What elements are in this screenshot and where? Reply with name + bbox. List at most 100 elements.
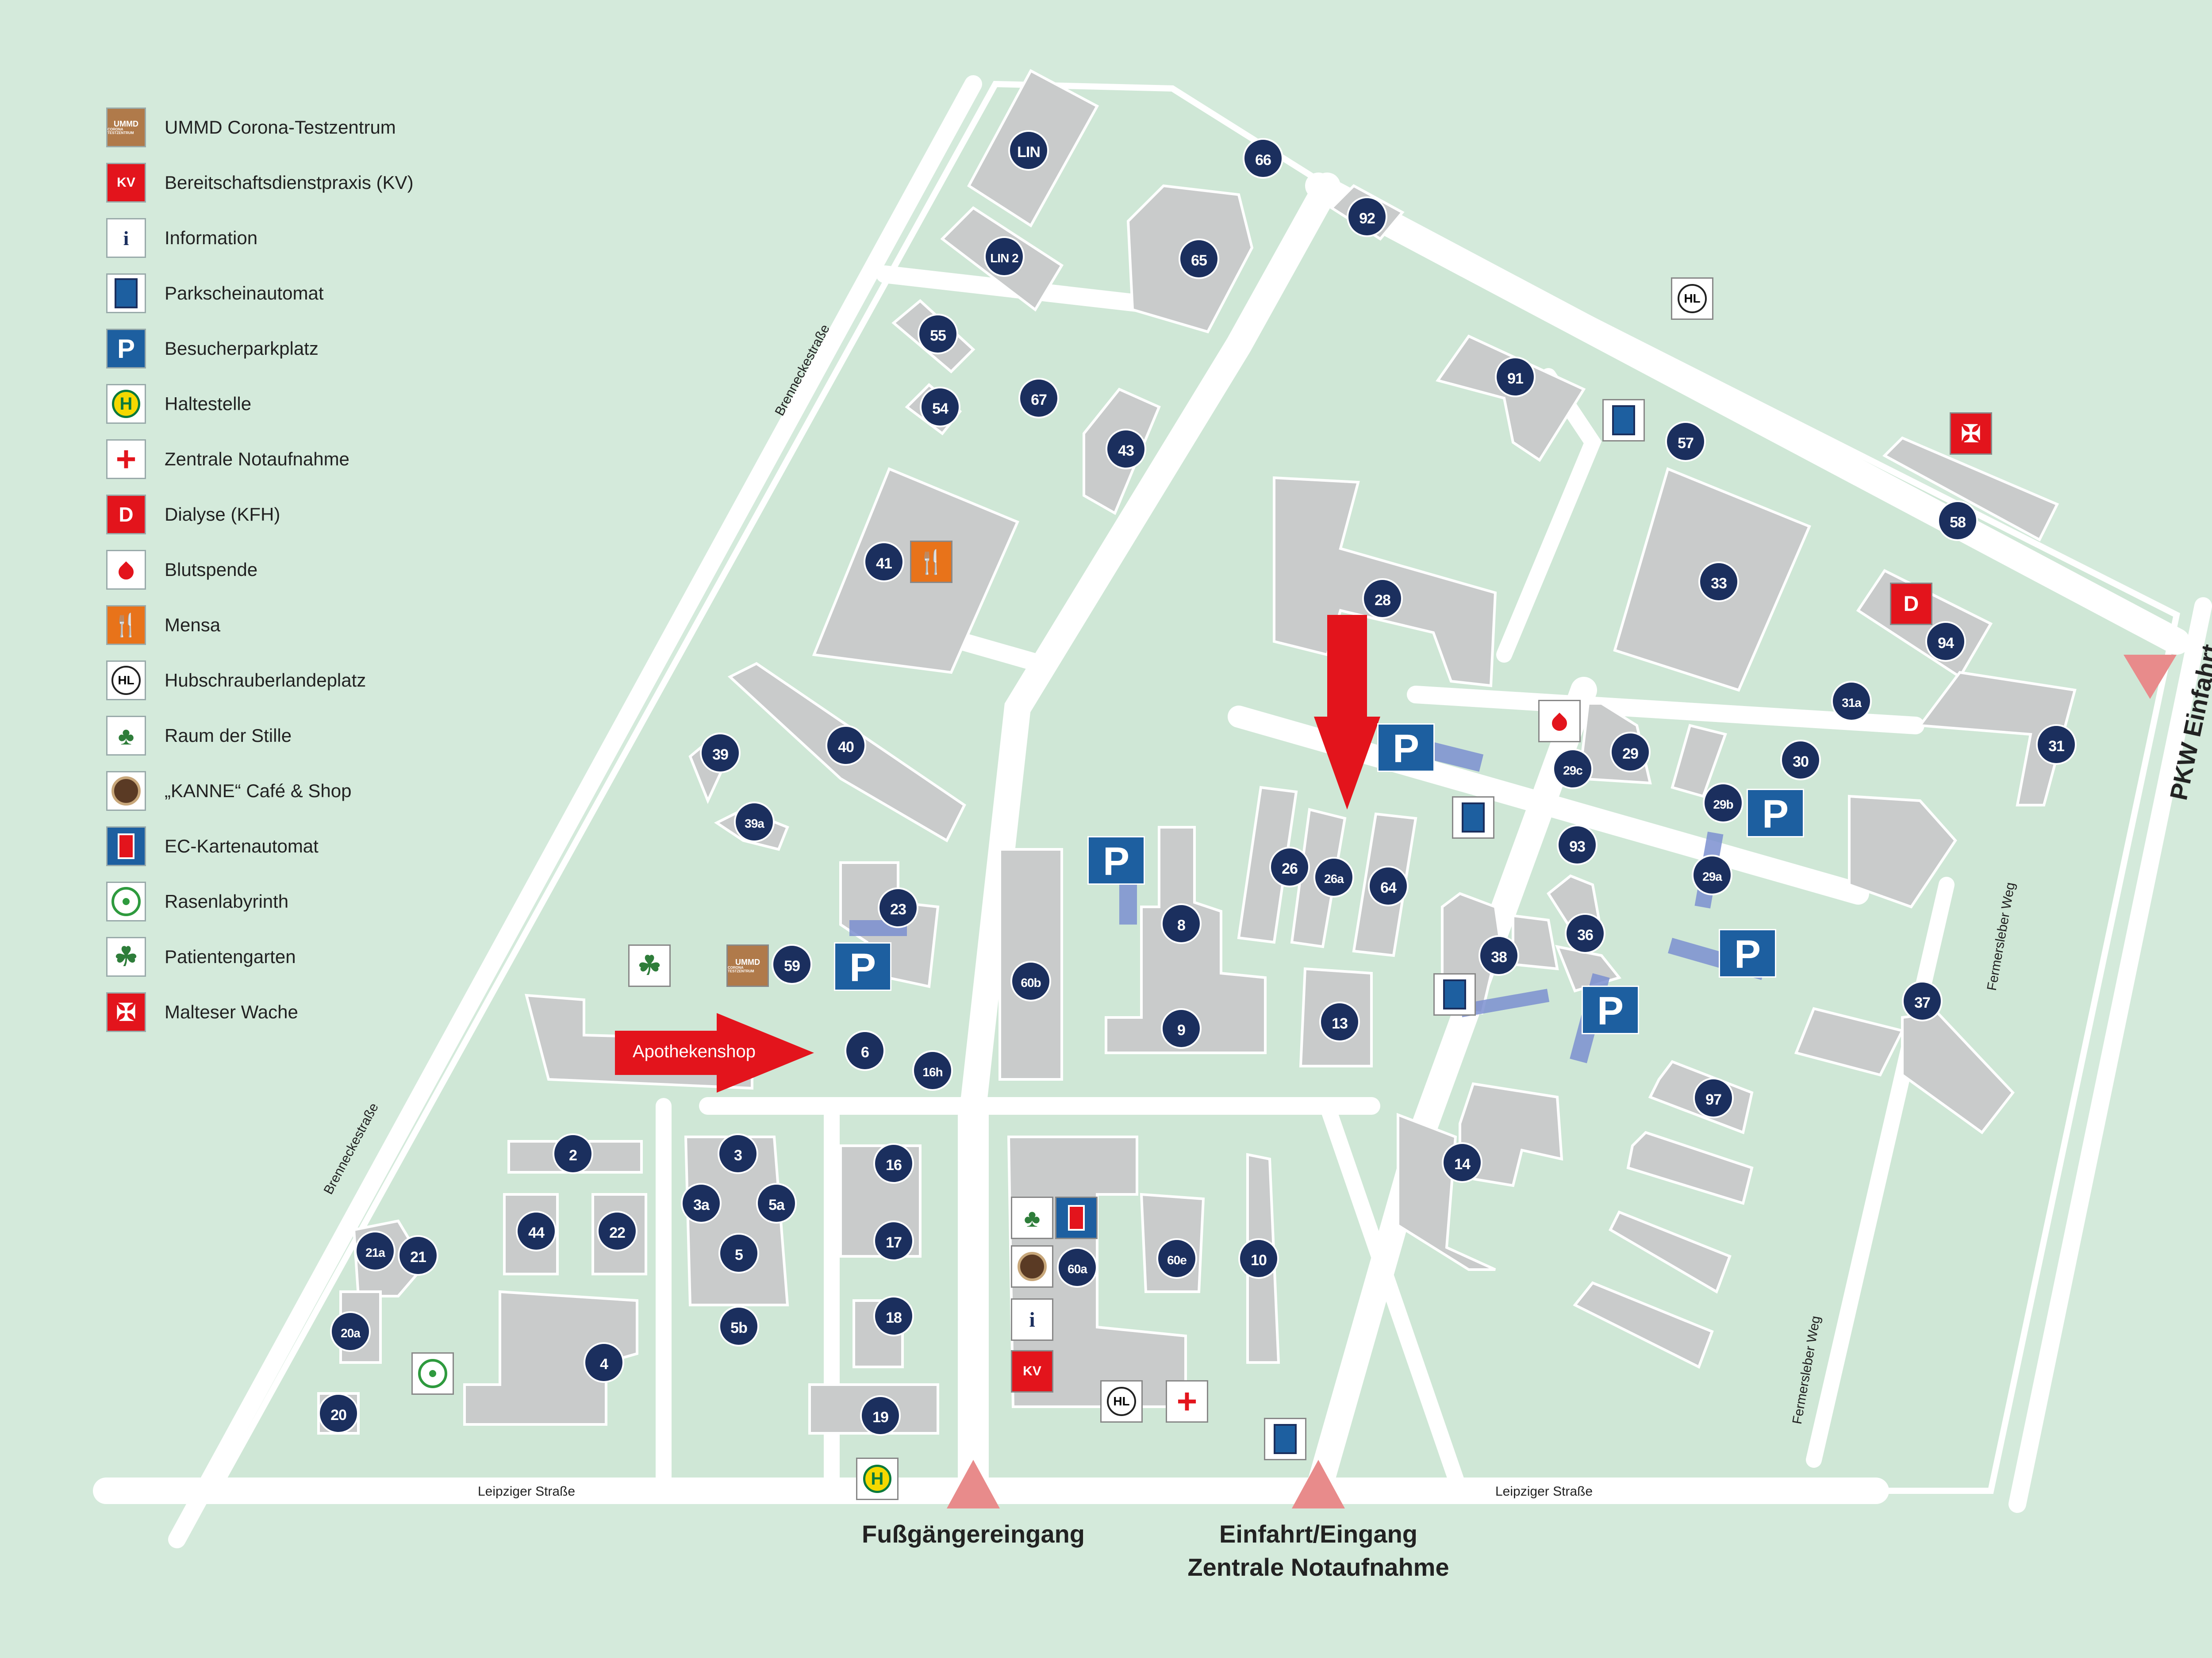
building-badge[interactable]: 40	[826, 725, 866, 766]
parking-icon[interactable]: P	[834, 942, 891, 991]
building-badge[interactable]: 36	[1565, 913, 1605, 954]
emergency-entrance-label-line2: Zentrale Notaufnahme	[1187, 1553, 1449, 1581]
building-badge[interactable]: 20a	[330, 1311, 371, 1352]
building-badge[interactable]: 67	[1018, 378, 1059, 418]
legend-label: Parkscheinautomat	[165, 283, 324, 303]
helipad-icon[interactable]: HL	[1100, 1380, 1143, 1423]
building-badge[interactable]: 33	[1698, 561, 1739, 602]
building-badge[interactable]: 97	[1693, 1078, 1734, 1118]
building-badge[interactable]: 55	[918, 314, 958, 354]
legend-row: UMMD CORONA TESTZENTRUM UMMD Corona-Test…	[106, 106, 396, 149]
building-badge[interactable]: 13	[1319, 1002, 1360, 1042]
coffee-cup-icon[interactable]	[1011, 1245, 1053, 1288]
building-badge[interactable]: 26	[1269, 847, 1310, 887]
building-badge[interactable]: LIN 2	[984, 236, 1025, 277]
building-badge[interactable]: 58	[1937, 500, 1978, 541]
building-badge[interactable]: 22	[597, 1211, 637, 1251]
tree-silence-icon[interactable]: ♣	[1011, 1197, 1053, 1239]
building-badge[interactable]: 3a	[681, 1183, 722, 1224]
red-cross-icon[interactable]: +	[1166, 1380, 1208, 1423]
cafeteria-icon[interactable]: 🍴	[910, 541, 952, 583]
building-badge[interactable]: 43	[1106, 429, 1146, 469]
building-badge[interactable]: 37	[1902, 981, 1943, 1021]
building-badge[interactable]: 23	[878, 887, 918, 928]
building-badge[interactable]: LIN	[1008, 130, 1049, 171]
building-badge[interactable]: 4	[584, 1342, 624, 1383]
ummd-test-center-icon[interactable]: UMMD CORONA TESTZENTRUM	[726, 944, 769, 987]
building-badge[interactable]: 8	[1161, 903, 1202, 944]
building-badge[interactable]: 31	[2036, 724, 2077, 765]
building-badge[interactable]: 54	[920, 387, 960, 427]
legend-row: Rasenlabyrinth	[106, 880, 288, 923]
building-badge[interactable]: 39	[700, 733, 741, 773]
ec-atm-icon[interactable]	[1055, 1197, 1098, 1239]
building-badge[interactable]: 57	[1665, 421, 1706, 462]
building-badge[interactable]: 93	[1557, 825, 1598, 865]
building-badge[interactable]: 17	[873, 1220, 914, 1261]
building-badge[interactable]: 94	[1925, 621, 1966, 662]
building-badge[interactable]: 2	[553, 1133, 593, 1174]
parking-icon[interactable]: P	[1377, 723, 1435, 772]
legend-row: P Besucherparkplatz	[106, 327, 319, 370]
building-badge[interactable]: 19	[860, 1395, 901, 1436]
kv-icon[interactable]: KV	[1011, 1350, 1053, 1393]
parking-icon[interactable]: P	[1087, 836, 1145, 885]
garden-icon: ☘	[106, 937, 146, 977]
maltese-cross-icon[interactable]: ✠	[1950, 412, 1992, 455]
info-icon[interactable]: i	[1011, 1298, 1053, 1341]
dialysis-icon[interactable]: D	[1890, 583, 1932, 625]
building-badge[interactable]: 5	[718, 1233, 759, 1274]
building-badge[interactable]: 3	[718, 1133, 758, 1174]
building-badge[interactable]: 14	[1442, 1142, 1482, 1183]
building-badge[interactable]: 20	[318, 1393, 359, 1434]
building-badge[interactable]: 10	[1238, 1238, 1279, 1279]
building-badge[interactable]: 16h	[912, 1050, 953, 1091]
coffee-cup-icon	[106, 771, 146, 811]
legend-row: D Dialyse (KFH)	[106, 493, 280, 536]
building-badge[interactable]: 28	[1362, 578, 1403, 619]
building-badge[interactable]: 92	[1347, 196, 1387, 237]
parking-meter-icon[interactable]	[1433, 973, 1476, 1016]
building-badge[interactable]: 60e	[1156, 1238, 1197, 1279]
building-badge[interactable]: 18	[873, 1296, 914, 1336]
building-badge[interactable]: 65	[1179, 238, 1219, 279]
bus-stop-icon[interactable]: H	[856, 1458, 899, 1500]
building-badge[interactable]: 5b	[718, 1306, 759, 1347]
building-badge[interactable]: 26a	[1313, 857, 1354, 898]
building-badge[interactable]: 66	[1243, 138, 1283, 179]
parking-meter-icon[interactable]	[1602, 399, 1645, 441]
building-badge[interactable]: 6	[845, 1030, 885, 1071]
building-badge[interactable]: 60b	[1010, 961, 1051, 1002]
building-badge[interactable]: 29b	[1703, 783, 1743, 823]
parking-meter-icon[interactable]	[1452, 796, 1494, 839]
building-badge[interactable]: 29a	[1692, 855, 1732, 895]
parking-icon[interactable]: P	[1582, 986, 1639, 1034]
parking-meter-icon[interactable]	[1264, 1418, 1306, 1460]
building-badge[interactable]: 91	[1495, 357, 1536, 397]
bus-stop-circle: H	[863, 1465, 891, 1493]
parking-icon[interactable]: P	[1719, 929, 1776, 978]
building-badge[interactable]: 59	[772, 944, 812, 985]
pharmacy-callout-label[interactable]: Apothekenshop	[633, 1042, 756, 1061]
building-badge[interactable]: 30	[1780, 740, 1821, 780]
helipad-icon[interactable]: HL	[1671, 277, 1713, 320]
building-badge[interactable]: 21	[398, 1235, 438, 1276]
building-badge[interactable]: 38	[1479, 935, 1519, 976]
building-badge[interactable]: 64	[1368, 866, 1409, 906]
building-badge[interactable]: 29	[1610, 732, 1651, 772]
building-badge[interactable]: 44	[516, 1211, 557, 1251]
building-badge[interactable]: 29c	[1552, 748, 1593, 789]
building-badge[interactable]: 21a	[355, 1231, 396, 1271]
garden-icon[interactable]: ☘	[628, 944, 671, 987]
labyrinth-icon[interactable]	[411, 1352, 454, 1395]
parking-icon[interactable]: P	[1747, 789, 1804, 837]
blood-drop-icon[interactable]	[1538, 700, 1581, 742]
building-badge[interactable]: 9	[1161, 1008, 1202, 1049]
building-badge[interactable]: 16	[873, 1143, 914, 1184]
building-badge[interactable]: 41	[864, 541, 904, 582]
building-badge[interactable]: 39a	[734, 802, 775, 842]
info-icon: i	[106, 218, 146, 258]
building-badge[interactable]: 5a	[756, 1183, 797, 1224]
building-badge[interactable]: 31a	[1831, 681, 1872, 722]
building-badge[interactable]: 60a	[1057, 1247, 1098, 1288]
